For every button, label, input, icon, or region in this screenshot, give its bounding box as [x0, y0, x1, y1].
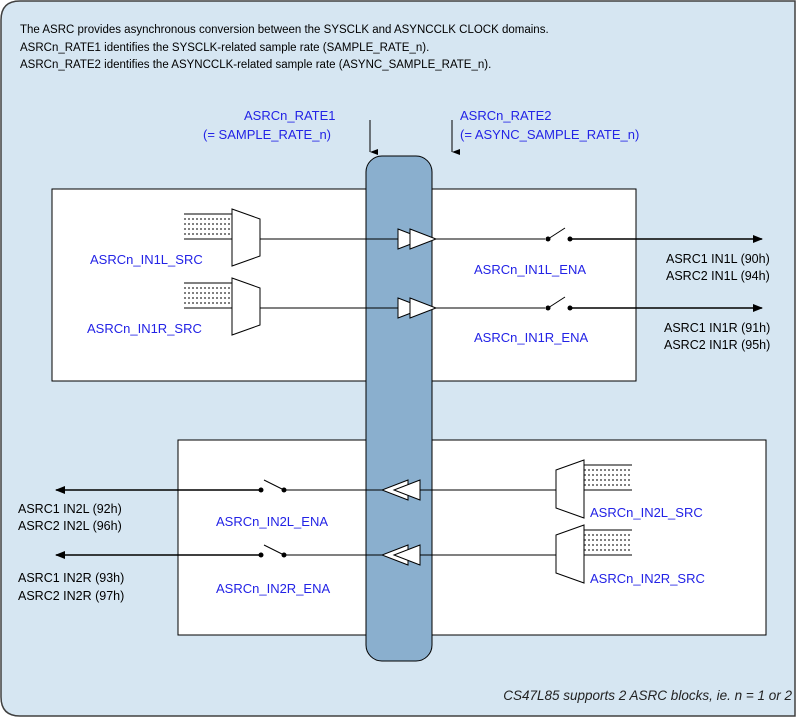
out-in1l-asrc2: ASRC2 IN1L (94h): [666, 269, 770, 283]
out-in2l-asrc1: ASRC1 IN2L (92h): [18, 502, 122, 516]
in2l-asrc-chevron-2: [392, 479, 421, 501]
in2l-src-label: ASRCn_IN2L_SRC: [590, 505, 703, 520]
in1l-switch: [547, 227, 566, 240]
in2l-switch: [263, 479, 285, 491]
asrc-column: [365, 155, 433, 662]
header-line-2: ASRCn_RATE1 identifies the SYSCLK-relate…: [20, 42, 430, 54]
in1r-ena-label: ASRCn_IN1R_ENA: [474, 330, 589, 345]
lower-block: [177, 439, 767, 636]
out-in2r-asrc1: ASRC1 IN2R (93h): [18, 571, 125, 585]
in1r-switch: [547, 296, 566, 309]
in2l-mux: [555, 459, 585, 519]
header-line-1: The ASRC provides asynchronous conversio…: [20, 24, 549, 36]
in1r-src-label: ASRCn_IN1R_SRC: [87, 321, 202, 336]
upper-block: [51, 188, 637, 382]
in2r-ena-label: ASRCn_IN2R_ENA: [216, 581, 331, 596]
in1r-mux-inputs: [184, 282, 232, 309]
in1l-mux-inputs: [184, 213, 232, 240]
in2l-ena-label: ASRCn_IN2L_ENA: [216, 514, 328, 529]
in2r-src-label: ASRCn_IN2R_SRC: [590, 571, 705, 586]
in2l-mux-inputs: [584, 464, 632, 491]
in1l-mux: [231, 208, 261, 267]
in1r-mux: [231, 277, 261, 336]
out-in2r-asrc2: ASRC2 IN2R (97h): [18, 589, 125, 603]
out-in2l-asrc2: ASRC2 IN2L (96h): [18, 519, 122, 533]
header-line-3: ASRCn_RATE2 identifies the ASYNCCLK-rela…: [20, 59, 492, 71]
in2r-mux: [555, 524, 585, 584]
rate2-equals: (= ASYNC_SAMPLE_RATE_n): [460, 127, 640, 142]
in1r-asrc-chevron-2: [409, 297, 438, 319]
rate2-name: ASRCn_RATE2: [460, 108, 552, 123]
rate1-equals: (= SAMPLE_RATE_n): [203, 127, 332, 142]
in2r-switch: [263, 544, 285, 556]
out-in1r-asrc1: ASRC1 IN1R (91h): [664, 321, 771, 335]
in1l-ena-label: ASRCn_IN1L_ENA: [474, 262, 586, 277]
in1l-asrc-chevron-2: [409, 228, 438, 250]
in1l-src-label: ASRCn_IN1L_SRC: [90, 252, 203, 267]
footer-note: CS47L85 supports 2 ASRC blocks, ie. n = …: [503, 688, 792, 703]
rate1-name: ASRCn_RATE1: [244, 108, 336, 123]
in2r-mux-inputs: [584, 529, 632, 556]
out-in1r-asrc2: ASRC2 IN1R (95h): [664, 338, 771, 352]
out-in1l-asrc1: ASRC1 IN1L (90h): [666, 252, 770, 266]
in2r-asrc-chevron-2: [392, 544, 421, 566]
